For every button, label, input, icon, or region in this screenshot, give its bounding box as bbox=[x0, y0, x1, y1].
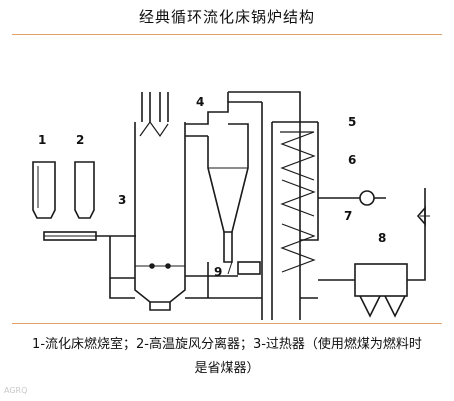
component-9-seal bbox=[237, 261, 261, 275]
label-5: 5 bbox=[348, 115, 356, 129]
component-6-coil bbox=[280, 179, 316, 217]
component-2-bin bbox=[74, 161, 95, 219]
component-4-duct bbox=[185, 101, 262, 125]
component-7-coil bbox=[280, 223, 316, 273]
label-1: 1 bbox=[38, 133, 46, 147]
component-8-filter bbox=[354, 263, 408, 318]
label-8: 8 bbox=[378, 231, 386, 245]
label-4: 4 bbox=[196, 95, 204, 109]
pump-symbol bbox=[359, 190, 375, 206]
figure-caption: 1-流化床燃烧室；2-高温旋风分离器；3-过热器（使用燃煤为燃料时 是省煤器） bbox=[10, 333, 444, 381]
component-3-furnace bbox=[134, 92, 186, 311]
caption-line-2: 是省煤器） bbox=[194, 361, 260, 376]
bottom-divider bbox=[12, 323, 442, 324]
component-1-bin bbox=[32, 161, 56, 219]
label-9: 9 bbox=[214, 265, 222, 279]
label-3: 3 bbox=[118, 193, 126, 207]
boiler-diagram: 1 2 3 4 5 6 7 8 9 bbox=[32, 91, 430, 320]
backpass bbox=[261, 102, 319, 320]
label-2: 2 bbox=[76, 133, 84, 147]
caption-line-1: 1-流化床燃烧室；2-高温旋风分离器；3-过热器（使用燃煤为燃料时 bbox=[32, 337, 422, 352]
label-7: 7 bbox=[344, 209, 352, 223]
component-5-coil bbox=[280, 131, 316, 181]
cyclone-separator bbox=[207, 123, 249, 263]
top-divider bbox=[12, 34, 442, 35]
label-6: 6 bbox=[348, 153, 356, 167]
watermark: AGRQ bbox=[4, 386, 28, 395]
page-title: 经典循环流化床锅炉结构 bbox=[138, 8, 315, 26]
